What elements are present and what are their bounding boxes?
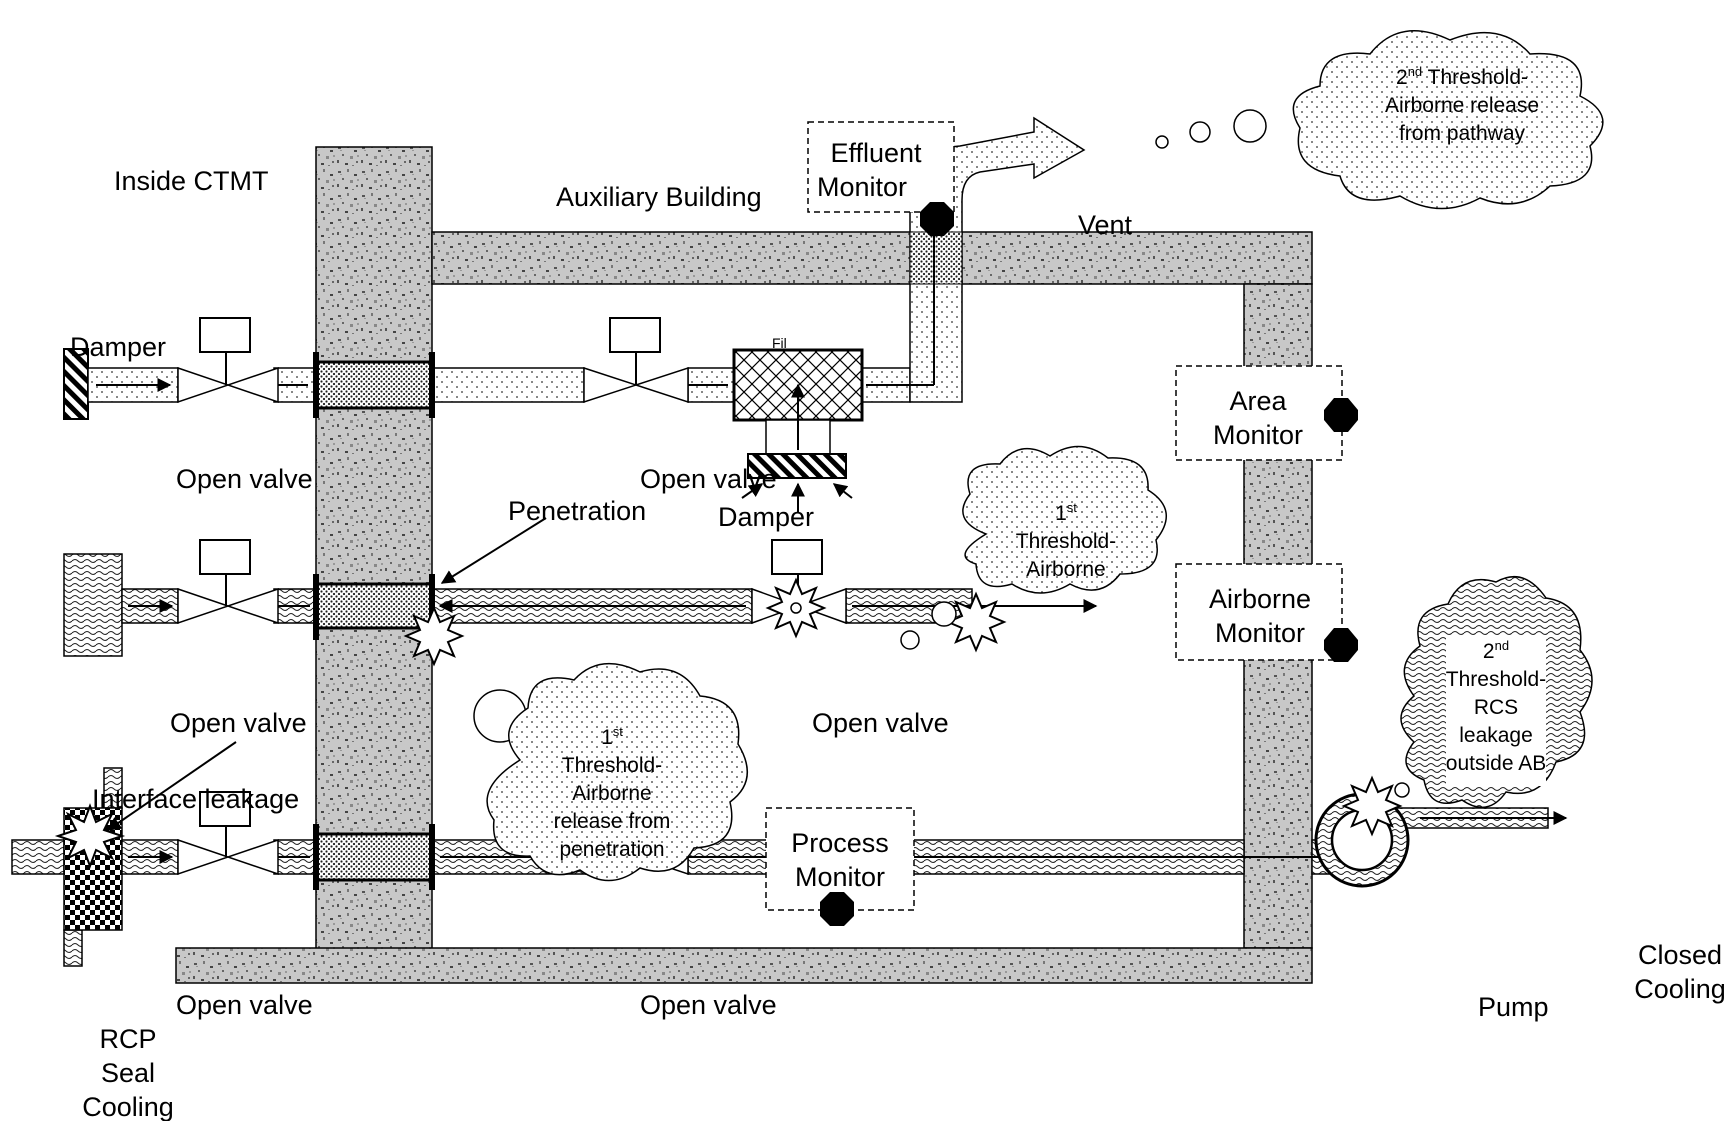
damper-filter (747, 453, 847, 479)
closed-cooling-label-1: Closed (1638, 940, 1722, 970)
svg-text:1st: 1st (601, 724, 623, 749)
auxiliary-building-label: Auxiliary Building (556, 182, 762, 212)
aux-building-roof (431, 231, 1313, 285)
cloud-mid-sup: st (1067, 500, 1078, 515)
cloud-low-sup: st (613, 724, 624, 739)
cloud-top-sup: nd (1408, 64, 1422, 79)
cloud-mid-num: 1 (1055, 502, 1067, 525)
damper-top-label: Damper (70, 332, 166, 362)
open-valve-label-5: Open valve (176, 990, 313, 1020)
leak-burst-penetration (403, 605, 465, 667)
rcp-seal-cooling-label-3: Cooling (82, 1092, 174, 1121)
penetration-label: Penetration (508, 496, 646, 526)
cloud-right-sup: nd (1495, 638, 1509, 653)
interface-leakage-label: Interface leakage (92, 784, 299, 814)
damper-filter-label: Damper (718, 502, 814, 532)
penetration-top (314, 360, 434, 410)
area-monitor-line1: Area (1229, 386, 1287, 416)
vent-label: Vent (1078, 210, 1133, 240)
cloud-1st-threshold-release-from-penetration: 1st Threshold- Airborne release from pen… (473, 662, 749, 882)
cloud-right-num: 2 (1483, 640, 1495, 663)
penetration-middle (314, 582, 434, 630)
effluent-monitor-line2: Monitor (817, 172, 907, 202)
svg-text:2nd: 2nd (1483, 638, 1509, 663)
cloud-top-rest: Threshold- (1422, 66, 1528, 89)
cloud-2nd-threshold-airborne-release: 2nd Threshold- Airborne release from pat… (1155, 29, 1604, 210)
cloud-low-line5: penetration (559, 838, 664, 861)
inside-ctmt-label: Inside CTMT (114, 166, 269, 196)
damper-left-top (63, 348, 89, 420)
rcp-seal-cooling-lower (63, 929, 83, 967)
open-valve-label-1: Open valve (176, 464, 313, 494)
area-monitor-icon (1324, 398, 1358, 432)
airborne-monitor-line2: Monitor (1215, 618, 1305, 648)
rcp-seal-cooling-label-2: Seal (101, 1058, 155, 1088)
leak-burst-pump (1341, 775, 1403, 837)
effluent-monitor-line1: Effluent (830, 138, 922, 168)
cloud-low-line4: release from (554, 810, 671, 833)
process-monitor-line1: Process (791, 828, 889, 858)
cloud-top-num: 2 (1396, 66, 1408, 89)
open-valve-label-6: Open valve (640, 990, 777, 1020)
svg-text:2nd Threshold-: 2nd Threshold- (1396, 64, 1528, 89)
cloud-right-line2: Threshold- (1446, 668, 1546, 691)
pipe-bot-inlet (11, 839, 65, 875)
process-monitor-icon (820, 892, 854, 926)
vent-roof-penetration (909, 231, 963, 285)
cloud-1st-threshold-airborne: 1st Threshold- Airborne (900, 445, 1168, 650)
leak-burst-rcp (54, 803, 126, 869)
open-valve-label-2: Open valve (640, 464, 777, 494)
filter-label-fragment: Fil (772, 335, 787, 351)
svg-text:1st: 1st (1055, 500, 1077, 525)
containment-wall (315, 146, 433, 953)
cloud-top-line2: Airborne release (1385, 94, 1539, 117)
closed-cooling-label-2: Cooling (1634, 974, 1726, 1004)
open-valve-top-right (583, 317, 689, 404)
airborne-monitor-line1: Airborne (1209, 584, 1311, 614)
open-valve-label-3: Open valve (170, 708, 307, 738)
leak-burst-pipe (945, 591, 1007, 653)
cloud-right-line5: outside AB (1446, 752, 1546, 775)
cloud-low-num: 1 (601, 726, 613, 749)
pump-label: Pump (1478, 992, 1549, 1022)
open-valve-label-4: Open valve (812, 708, 949, 738)
open-valve-bottom-left (177, 791, 279, 876)
cloud-right-line3: RCS (1474, 696, 1518, 719)
effluent-monitor-box (807, 121, 955, 213)
cloud-mid-line3: Airborne (1026, 558, 1105, 581)
area-monitor-line2: Monitor (1213, 420, 1303, 450)
rcp-seal-cooling-label-1: RCP (99, 1024, 156, 1054)
open-valve-top-left (177, 317, 279, 404)
cloud-2nd-threshold-rcs-leakage: 2nd Threshold- RCS leakage outside AB (1394, 575, 1593, 809)
cloud-right-line4: leakage (1459, 724, 1533, 747)
cloud-mid-line2: Threshold- (1016, 530, 1116, 553)
airborne-monitor-icon (1324, 628, 1358, 662)
cloud-top-line3: from pathway (1399, 122, 1526, 145)
effluent-monitor-icon (920, 202, 954, 236)
aux-building-floor (175, 947, 1313, 984)
cloud-low-line3: Airborne (572, 782, 651, 805)
open-valve-mid-left (177, 539, 279, 625)
area-monitor-box (1175, 365, 1343, 461)
tank-middle-left (63, 553, 123, 657)
cloud-low-line2: Threshold- (562, 754, 662, 777)
process-monitor-line2: Monitor (795, 862, 885, 892)
airborne-monitor-box (1175, 563, 1343, 661)
penetration-bottom (314, 832, 434, 882)
